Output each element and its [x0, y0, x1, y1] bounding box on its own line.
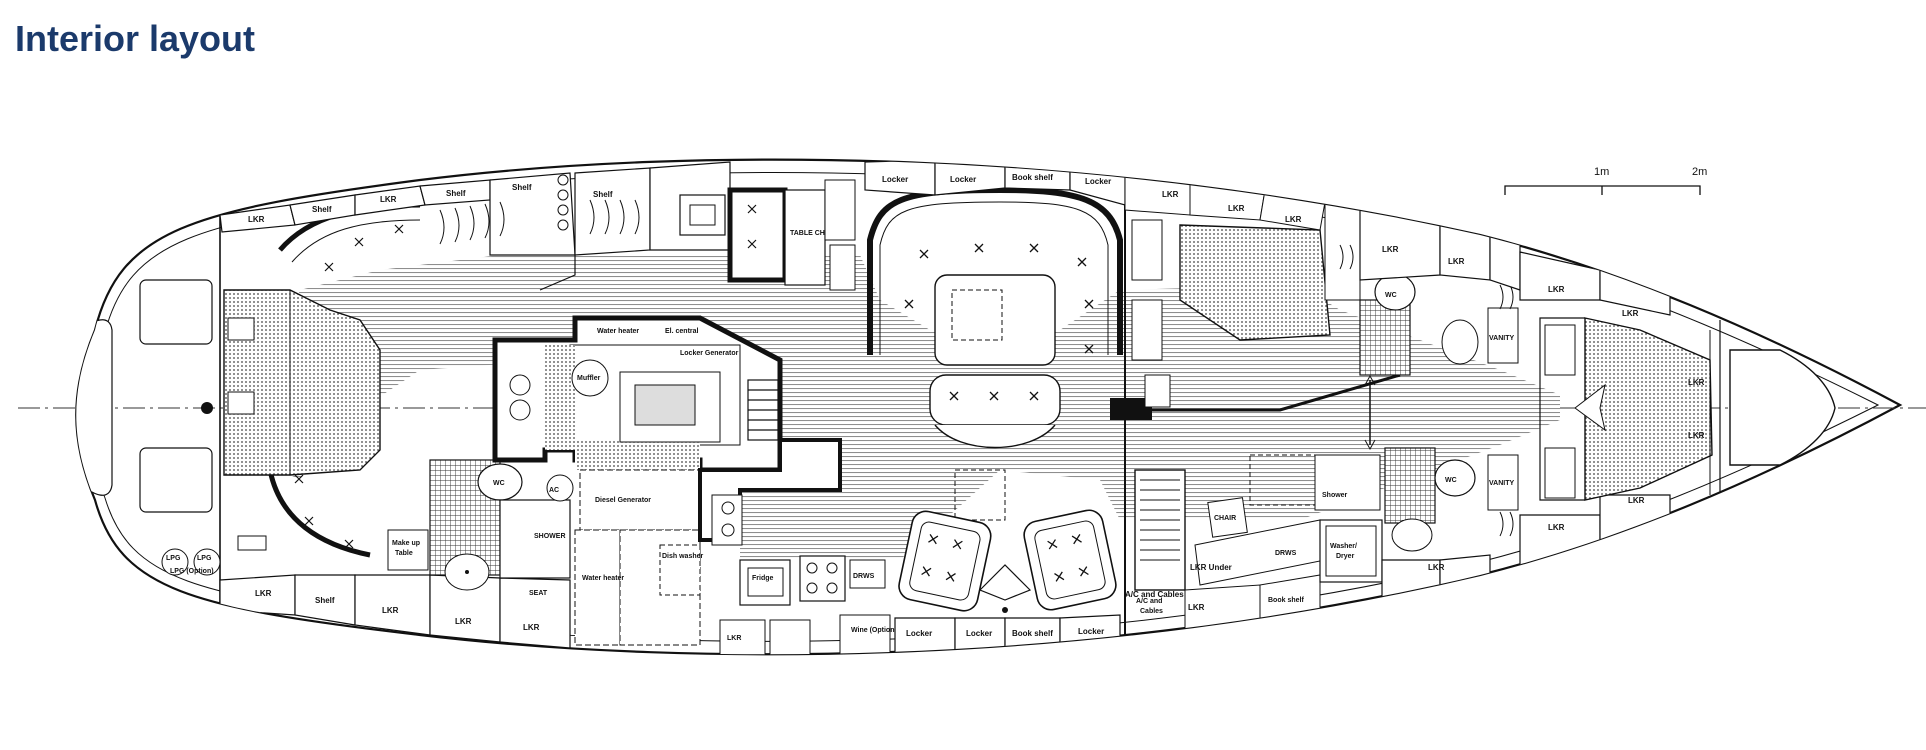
label-lkr-under: LKR Under [1190, 563, 1232, 572]
label-lkr-14: LKR [1188, 603, 1205, 612]
label-shelf-5: Shelf [315, 596, 335, 605]
scale-label-2m: 2m [1692, 166, 1707, 178]
svg-text:LPG: LPG [197, 555, 212, 562]
label-locker-5: Locker [966, 629, 992, 638]
label-lkr-12: LKR [1548, 523, 1565, 532]
label-lkr-7: LKR [1448, 257, 1465, 266]
scale-label-1m: 1m [1594, 166, 1609, 178]
label-shelf-4: Shelf [593, 190, 613, 199]
label-lkr-3: LKR [1162, 190, 1179, 199]
companionway-stairs [539, 255, 779, 441]
label-locker-2: Locker [950, 175, 976, 184]
aft-lockers-bottom [219, 574, 571, 649]
table-chart-label: TABLE CHART [790, 230, 840, 237]
label-shelf-2: Shelf [446, 189, 466, 198]
locker-generator-label: Locker Generator [680, 350, 739, 357]
label-lkr-6: LKR [1382, 245, 1399, 254]
svg-text:CHAIR: CHAIR [1214, 515, 1236, 522]
forward-cabin-starboard [1124, 174, 1361, 408]
label-book-shelf-1: Book shelf [1012, 173, 1053, 182]
svg-text:WC: WC [1445, 477, 1457, 484]
scale-bar: 1m 2m [1504, 166, 1707, 195]
label-lkr-9: LKR [1622, 309, 1639, 318]
page-title: Interior layout [15, 18, 256, 59]
v-berth [1539, 317, 1713, 501]
label-lkr-8: LKR [1548, 285, 1565, 294]
svg-text:LKR: LKR [727, 635, 741, 642]
el-central-label: El. central [665, 328, 699, 335]
svg-text:Fridge: Fridge [752, 575, 773, 582]
plan-labels: LKR Shelf LKR Shelf Shelf Shelf Locker L… [170, 173, 1705, 638]
svg-text:WC: WC [1385, 292, 1397, 299]
lpg-option-locker: LPG LPG [161, 548, 221, 576]
hanging-locker-arcs [439, 199, 640, 245]
aft-porthole-column [557, 174, 569, 231]
label-lkr-5: LKR [1285, 215, 1302, 224]
mast-step [1110, 398, 1152, 420]
svg-text:Dryer: Dryer [1336, 553, 1355, 560]
label-lkr-1: LKR [248, 215, 265, 224]
wc-label: WC [493, 480, 505, 487]
svg-text:DRWS: DRWS [853, 573, 875, 580]
svg-text:SHOWER: SHOWER [534, 533, 566, 540]
svg-text:Washer/: Washer/ [1330, 543, 1357, 550]
aft-head: Make up Table SHOWER SEAT WC [387, 459, 571, 597]
label-lkr-18: LKR [523, 623, 540, 632]
label-lpg-option: LPG (Option) [170, 568, 214, 575]
label-lkr-16: LKR [382, 606, 399, 615]
engine-room: AC Water heater El. central Muffler Lock… [492, 315, 783, 502]
nav-station: TABLE CHART [679, 179, 856, 291]
saloon-settee [867, 186, 1123, 521]
label-lkr-2: LKR [380, 195, 397, 204]
ac-label: AC [549, 487, 559, 494]
label-chn: LKR [1688, 431, 1705, 440]
label-locker-1: Locker [882, 175, 908, 184]
label-lkr-10: LKR [1688, 378, 1705, 387]
label-shelf-3: Shelf [512, 183, 532, 192]
shower-fwd-label: Shower [1322, 492, 1348, 499]
galley: Fridge DRWS Dish washer LKR Wine (Option… [659, 438, 897, 655]
vanity-label-top: VANITY [1489, 335, 1514, 342]
svg-text:Make up: Make up [392, 540, 420, 547]
label-book-shelf-2: Book shelf [1012, 629, 1053, 638]
vanity-label-bottom: VANITY [1489, 480, 1514, 487]
label-shelf-1: Shelf [312, 205, 332, 214]
svg-text:Table: Table [395, 550, 413, 557]
muffler-label: Muffler [577, 375, 601, 382]
svg-text:LPG: LPG [166, 555, 181, 562]
svg-text:Book shelf: Book shelf [1268, 597, 1304, 604]
water-heater-label: Water heater [597, 328, 639, 335]
wine-label: Wine (Option) [851, 627, 897, 634]
label-locker-3: Locker [1085, 177, 1111, 186]
aft-cabin-seat-crosses [294, 224, 404, 549]
diesel-generator-label: Diesel Generator [595, 497, 651, 504]
label-lkr-13: LKR [1428, 563, 1445, 572]
svg-text:SEAT: SEAT [529, 590, 548, 597]
label-lkr-4: LKR [1228, 204, 1245, 213]
label-lkr-15: LKR [255, 589, 272, 598]
label-locker-4: Locker [906, 629, 932, 638]
svg-text:A/C and: A/C and [1136, 598, 1162, 605]
forward-cabin-port: A/C and Cables CHAIR DRWS Book shelf [1134, 454, 1326, 636]
svg-text:Cables: Cables [1140, 608, 1163, 615]
svg-text:Dish washer: Dish washer [662, 553, 704, 560]
svg-text:Water heater: Water heater [582, 575, 624, 582]
svg-text:DRWS: DRWS [1275, 550, 1297, 557]
label-lkr-11: LKR [1628, 496, 1645, 505]
saloon-chairs [898, 509, 1117, 613]
label-ac-cables: A/C and Cables [1125, 590, 1184, 599]
label-lkr-17: LKR [455, 617, 472, 626]
forward-heads: WC WC VANITY VANITY Shower Washer/ Dryer [1314, 273, 1519, 583]
aft-lockers-top [219, 161, 731, 256]
label-locker-6: Locker [1078, 627, 1104, 636]
anchor-locker [1729, 349, 1836, 466]
